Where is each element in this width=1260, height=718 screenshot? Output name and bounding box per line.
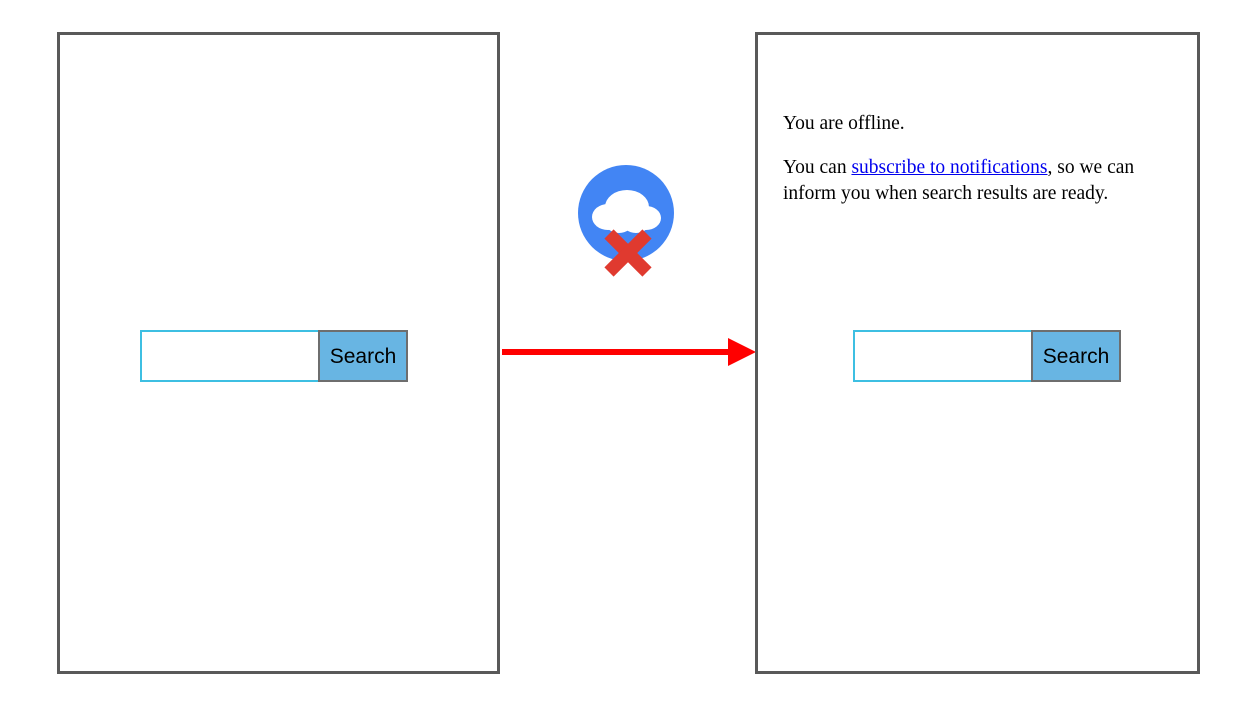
cloud-offline-icon: [578, 165, 674, 277]
search-button[interactable]: Search: [1031, 330, 1121, 382]
cloud-cross-mark: [604, 229, 652, 277]
subscribe-hint-prefix: You can: [783, 157, 852, 179]
subscribe-hint-suffix: , so we can inform you when search resul…: [783, 157, 1135, 205]
search-button[interactable]: Search: [318, 330, 408, 382]
panel-after: You are offline. You can subscribe to no…: [755, 32, 1200, 674]
subscribe-hint-text: You can subscribe to notifications, so w…: [783, 155, 1178, 207]
subscribe-to-notifications-link[interactable]: subscribe to notifications: [851, 157, 1048, 179]
offline-status-text: You are offline.: [783, 113, 905, 134]
cloud-shape: [592, 190, 661, 233]
right-arrow-icon: [502, 338, 756, 366]
search-input[interactable]: [853, 330, 1031, 382]
search-widget-before: Search: [140, 330, 408, 382]
offline-message-block: You are offline. You can subscribe to no…: [783, 111, 1178, 207]
search-input[interactable]: [140, 330, 318, 382]
panel-before: Search: [57, 32, 500, 674]
search-widget-after: Search: [853, 330, 1121, 382]
